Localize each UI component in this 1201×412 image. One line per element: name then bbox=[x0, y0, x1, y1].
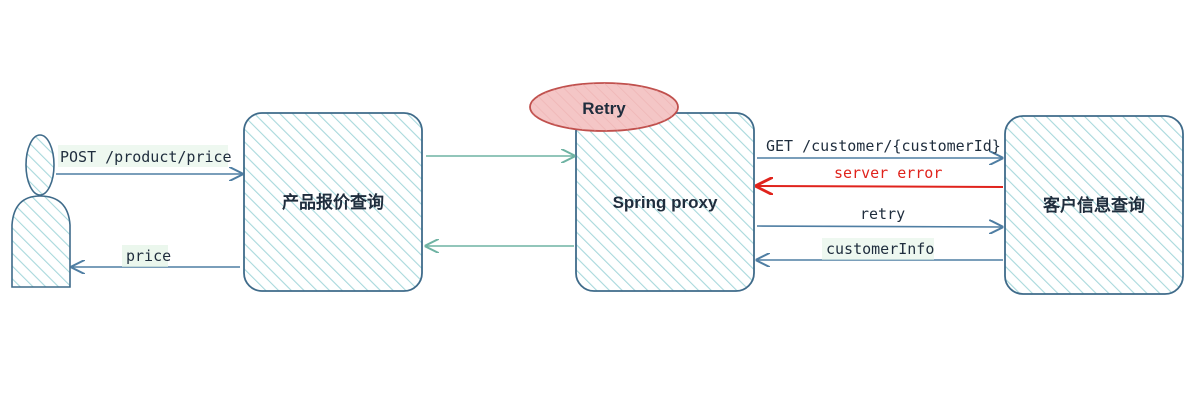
customer-service-label: 客户信息查询 bbox=[1042, 195, 1145, 215]
retry-badge-label: Retry bbox=[582, 99, 626, 118]
customer-info-edge-label: customerInfo bbox=[826, 240, 934, 258]
get-customer-edge-label: GET /customer/{customerId} bbox=[766, 137, 1001, 155]
person-icon bbox=[11, 134, 71, 288]
product-service-node: 产品报价查询 bbox=[243, 112, 423, 292]
retry-badge: Retry bbox=[529, 82, 679, 132]
response-edge: price bbox=[72, 245, 240, 267]
retry-edge: retry bbox=[756, 205, 1002, 227]
retry-edge-label: retry bbox=[860, 205, 905, 223]
product-service-label: 产品报价查询 bbox=[282, 192, 384, 212]
request-edge: POST /product/price bbox=[56, 145, 242, 174]
spring-proxy-node: Spring proxy bbox=[575, 112, 755, 292]
server-error-edge: server error bbox=[757, 164, 1004, 187]
customer-service-node: 客户信息查询 bbox=[1004, 115, 1184, 295]
request-edge-label: POST /product/price bbox=[60, 148, 232, 166]
get-customer-edge: GET /customer/{customerId} bbox=[757, 137, 1002, 158]
customer-info-edge: customerInfo bbox=[757, 238, 1003, 260]
response-edge-label: price bbox=[126, 247, 171, 265]
spring-proxy-label: Spring proxy bbox=[613, 193, 718, 212]
server-error-edge-label: server error bbox=[834, 164, 942, 182]
